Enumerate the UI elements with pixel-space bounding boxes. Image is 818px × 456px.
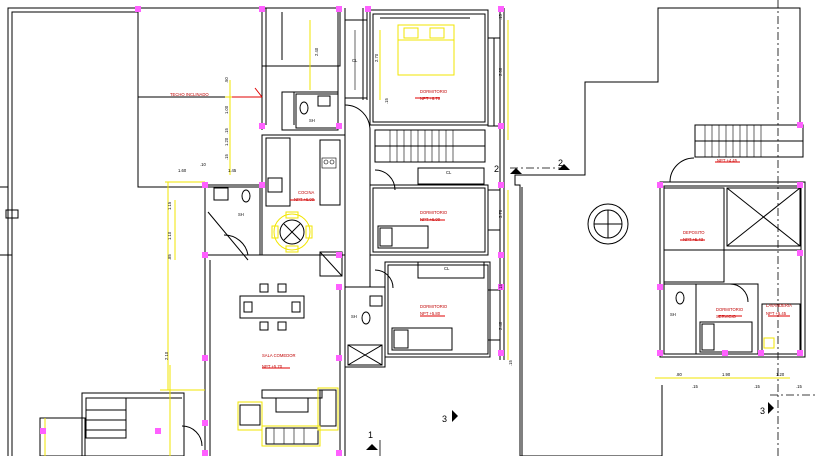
dim-text: .15	[498, 284, 503, 290]
dim-text: 2.70	[374, 53, 379, 62]
label-sala-comedor: SALA COMEDOR	[262, 353, 296, 358]
axis-marker-3-right: 3	[760, 406, 765, 416]
axis-triangle-2-right	[558, 164, 570, 170]
dim-text: .15	[224, 128, 229, 134]
kitchen	[261, 134, 346, 256]
label-cocina-level: NPT +6.00	[294, 197, 315, 202]
service-area	[659, 124, 806, 358]
label-lavanderia-level: NPT +5.45	[766, 311, 787, 316]
dim-text: .15	[498, 14, 503, 20]
dim-text: 2.60	[498, 67, 503, 76]
dim-text: 1.45	[228, 168, 237, 173]
label-sh-low: SH	[351, 314, 357, 319]
dim-text: .85	[167, 254, 172, 260]
label-dormitorio-servicio: DORMITORIO	[716, 307, 744, 312]
axis-triangle-2-left	[510, 168, 522, 174]
axis-marker-1: 1	[368, 430, 373, 440]
central-stairs	[374, 129, 486, 163]
axis-marker-2-left: 2	[494, 164, 499, 174]
axis-triangle-3-right	[768, 402, 774, 414]
dim-text: .15	[508, 360, 513, 366]
label-dormitorio-low: DORMITORIO	[420, 304, 448, 309]
dim-text: 1.90	[722, 372, 731, 377]
label-npt-stair: NPT +4.45	[717, 158, 738, 163]
axis-marker-2-right: 2	[558, 158, 563, 168]
right-building-outline	[514, 7, 801, 456]
label-cl-top: CL	[352, 58, 358, 63]
label-dormitorio-top-level: NPT +6.70	[420, 96, 441, 101]
label-techo-inclinado: TECHO INCLINADO	[170, 92, 209, 97]
label-dormitorio-mid-level: NPT +6.00	[420, 217, 441, 222]
column-markers	[40, 6, 803, 456]
label-sala-comedor-level: NPT +5.70	[262, 364, 283, 369]
dim-text: 1.00	[224, 105, 229, 114]
axis-triangle-1	[366, 444, 378, 450]
dim-text: 3.70	[498, 209, 503, 218]
level-marks	[232, 87, 790, 369]
dim-text: 1.20	[224, 137, 229, 146]
dim-text: 2.10	[164, 351, 169, 360]
label-dormitorio-low-level: NPT +5.80	[420, 311, 441, 316]
dim-text: 1.20	[776, 372, 785, 377]
dim-text: 1.15	[167, 201, 172, 210]
bathroom-left	[204, 184, 261, 261]
label-lavanderia: LAVANDERIA	[766, 303, 792, 308]
label-sh-top: SH	[309, 118, 315, 123]
dim-text: .15	[384, 98, 389, 104]
axis-lines	[379, 0, 818, 456]
label-deposito-level: NPT +5.43	[683, 237, 704, 242]
dim-text: .15	[796, 384, 802, 389]
label-cocina: COCINA	[298, 190, 314, 195]
dim-text: 2.40	[314, 47, 319, 56]
dim-text: 1.60	[178, 168, 187, 173]
stair-bottom-left	[39, 392, 203, 456]
dim-text: .15	[754, 384, 760, 389]
dim-text: .80	[676, 372, 682, 377]
label-dormitorio-top: DORMITORIO	[420, 89, 448, 94]
label-sh-service: SH	[670, 312, 676, 317]
axis-marker-3-left: 3	[442, 414, 447, 424]
dim-text: 2.40	[498, 321, 503, 330]
label-dormitorio-mid: DORMITORIO	[420, 210, 448, 215]
bathroom-top	[295, 93, 339, 129]
dimension-lines	[44, 20, 790, 456]
bedroom-lower	[374, 261, 501, 358]
left-building-outline	[0, 7, 267, 456]
label-sh-mid: SH	[238, 212, 244, 217]
dim-text: .15	[692, 384, 698, 389]
dim-text: 1.10	[167, 231, 172, 240]
label-dormitorio-servicio-sub: SERVICIO	[716, 314, 737, 319]
dim-text: .15	[224, 154, 229, 160]
dim-text: .50	[224, 77, 229, 83]
label-deposito: DEPOSITO	[683, 230, 705, 235]
axis-triangle-3-left	[452, 410, 458, 422]
label-cl-mid: CL	[444, 266, 450, 271]
living-dining	[204, 254, 346, 456]
label-cl-bath: CL	[446, 170, 452, 175]
dim-text: .10	[200, 162, 206, 167]
bathroom-lower	[344, 286, 386, 368]
